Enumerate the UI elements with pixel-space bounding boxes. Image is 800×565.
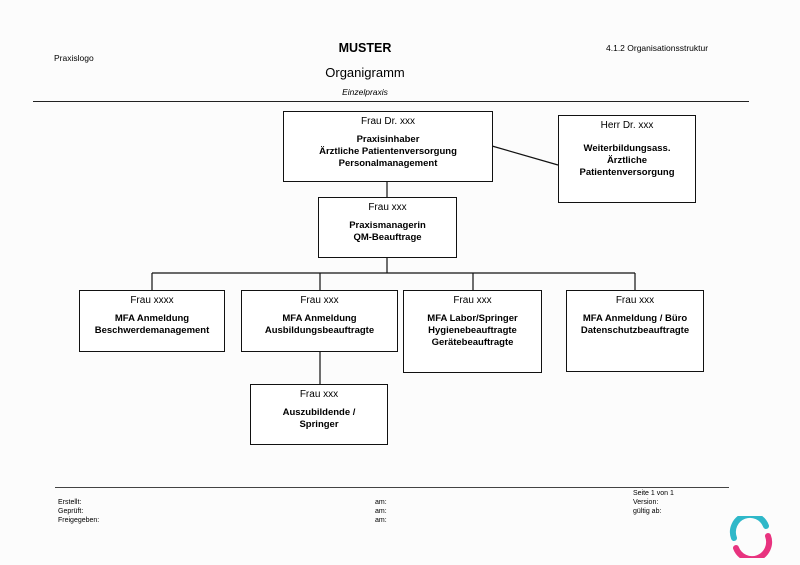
manager-name: Frau xxx — [368, 202, 407, 213]
section-label: 4.1.2 Organisationsstruktur — [606, 43, 709, 53]
footer-dates: am: am: am: — [375, 498, 387, 525]
footer-version-block: Seite 1 von 1 Version: gültig ab: — [633, 489, 674, 516]
version-label: Version: — [633, 499, 659, 506]
praxislogo-label: Praxislogo — [54, 53, 94, 63]
staff-role: MFA Anmeldung / Büro Datenschutzbeauftra… — [580, 313, 690, 336]
org-box-staff-3: Frau xxx MFA Labor/Springer Hygienebeauf… — [403, 290, 542, 373]
org-box-staff-1: Frau xxxx MFA Anmeldung Beschwerdemanage… — [79, 290, 225, 352]
staff-name: Frau xxx — [615, 295, 655, 306]
manager-role: Praxismanagerin QM-Beauftrage — [349, 220, 426, 243]
erstellt-label: Erstellt: — [58, 499, 82, 506]
owner-name: Frau Dr. xxx — [361, 116, 415, 127]
praxis-logo-icon — [729, 516, 773, 558]
owner-role: Praxisinhaber Ärztliche Patientenversorg… — [319, 134, 457, 169]
freigegeben-label: Freigegeben: — [58, 517, 100, 524]
page-subtitle: Einzelpraxis — [342, 87, 388, 97]
owner-assistant-line — [491, 145, 559, 166]
footer-divider — [55, 487, 729, 488]
staff-role: MFA Labor/Springer Hygienebeauftragte Ge… — [427, 313, 518, 348]
org-box-owner: Frau Dr. xxx Praxisinhaber Ärztliche Pat… — [283, 111, 493, 182]
page-title: Organigramm — [325, 65, 405, 80]
trainee-role: Auszubildende / Springer — [282, 407, 356, 430]
assistant-name: Herr Dr. xxx — [600, 120, 654, 131]
org-box-assistant: Herr Dr. xxx Weiterbildungsass. Ärztlich… — [558, 115, 696, 203]
org-box-staff-2: Frau xxx MFA Anmeldung Ausbildungsbeauft… — [241, 290, 398, 352]
assistant-role: Weiterbildungsass. Ärztliche Patientenve… — [579, 143, 675, 178]
org-box-trainee: Frau xxx Auszubildende / Springer — [250, 384, 388, 445]
staff-name: Frau xxx — [453, 295, 492, 306]
footer-approvals: Erstellt: Geprüft: Freigegeben: — [58, 498, 99, 525]
staff-role: MFA Anmeldung Ausbildungsbeauftragte — [264, 313, 375, 336]
valid-from-label: gültig ab: — [633, 508, 662, 515]
org-box-manager: Frau xxx Praxismanagerin QM-Beauftrage — [318, 197, 457, 258]
staff-name: Frau xxx — [300, 295, 339, 306]
am-label: am: — [375, 517, 387, 524]
staff-name: Frau xxxx — [130, 295, 174, 306]
staff-role: MFA Anmeldung Beschwerdemanagement — [94, 313, 210, 336]
page-count: Seite 1 von 1 — [633, 490, 674, 497]
document-stamp: MUSTER — [338, 41, 392, 55]
header-divider — [33, 101, 749, 102]
am-label: am: — [375, 508, 387, 515]
am-label: am: — [375, 499, 387, 506]
trainee-name: Frau xxx — [299, 389, 339, 400]
org-box-staff-4: Frau xxx MFA Anmeldung / Büro Datenschut… — [566, 290, 704, 372]
geprueft-label: Geprüft: — [58, 508, 84, 515]
